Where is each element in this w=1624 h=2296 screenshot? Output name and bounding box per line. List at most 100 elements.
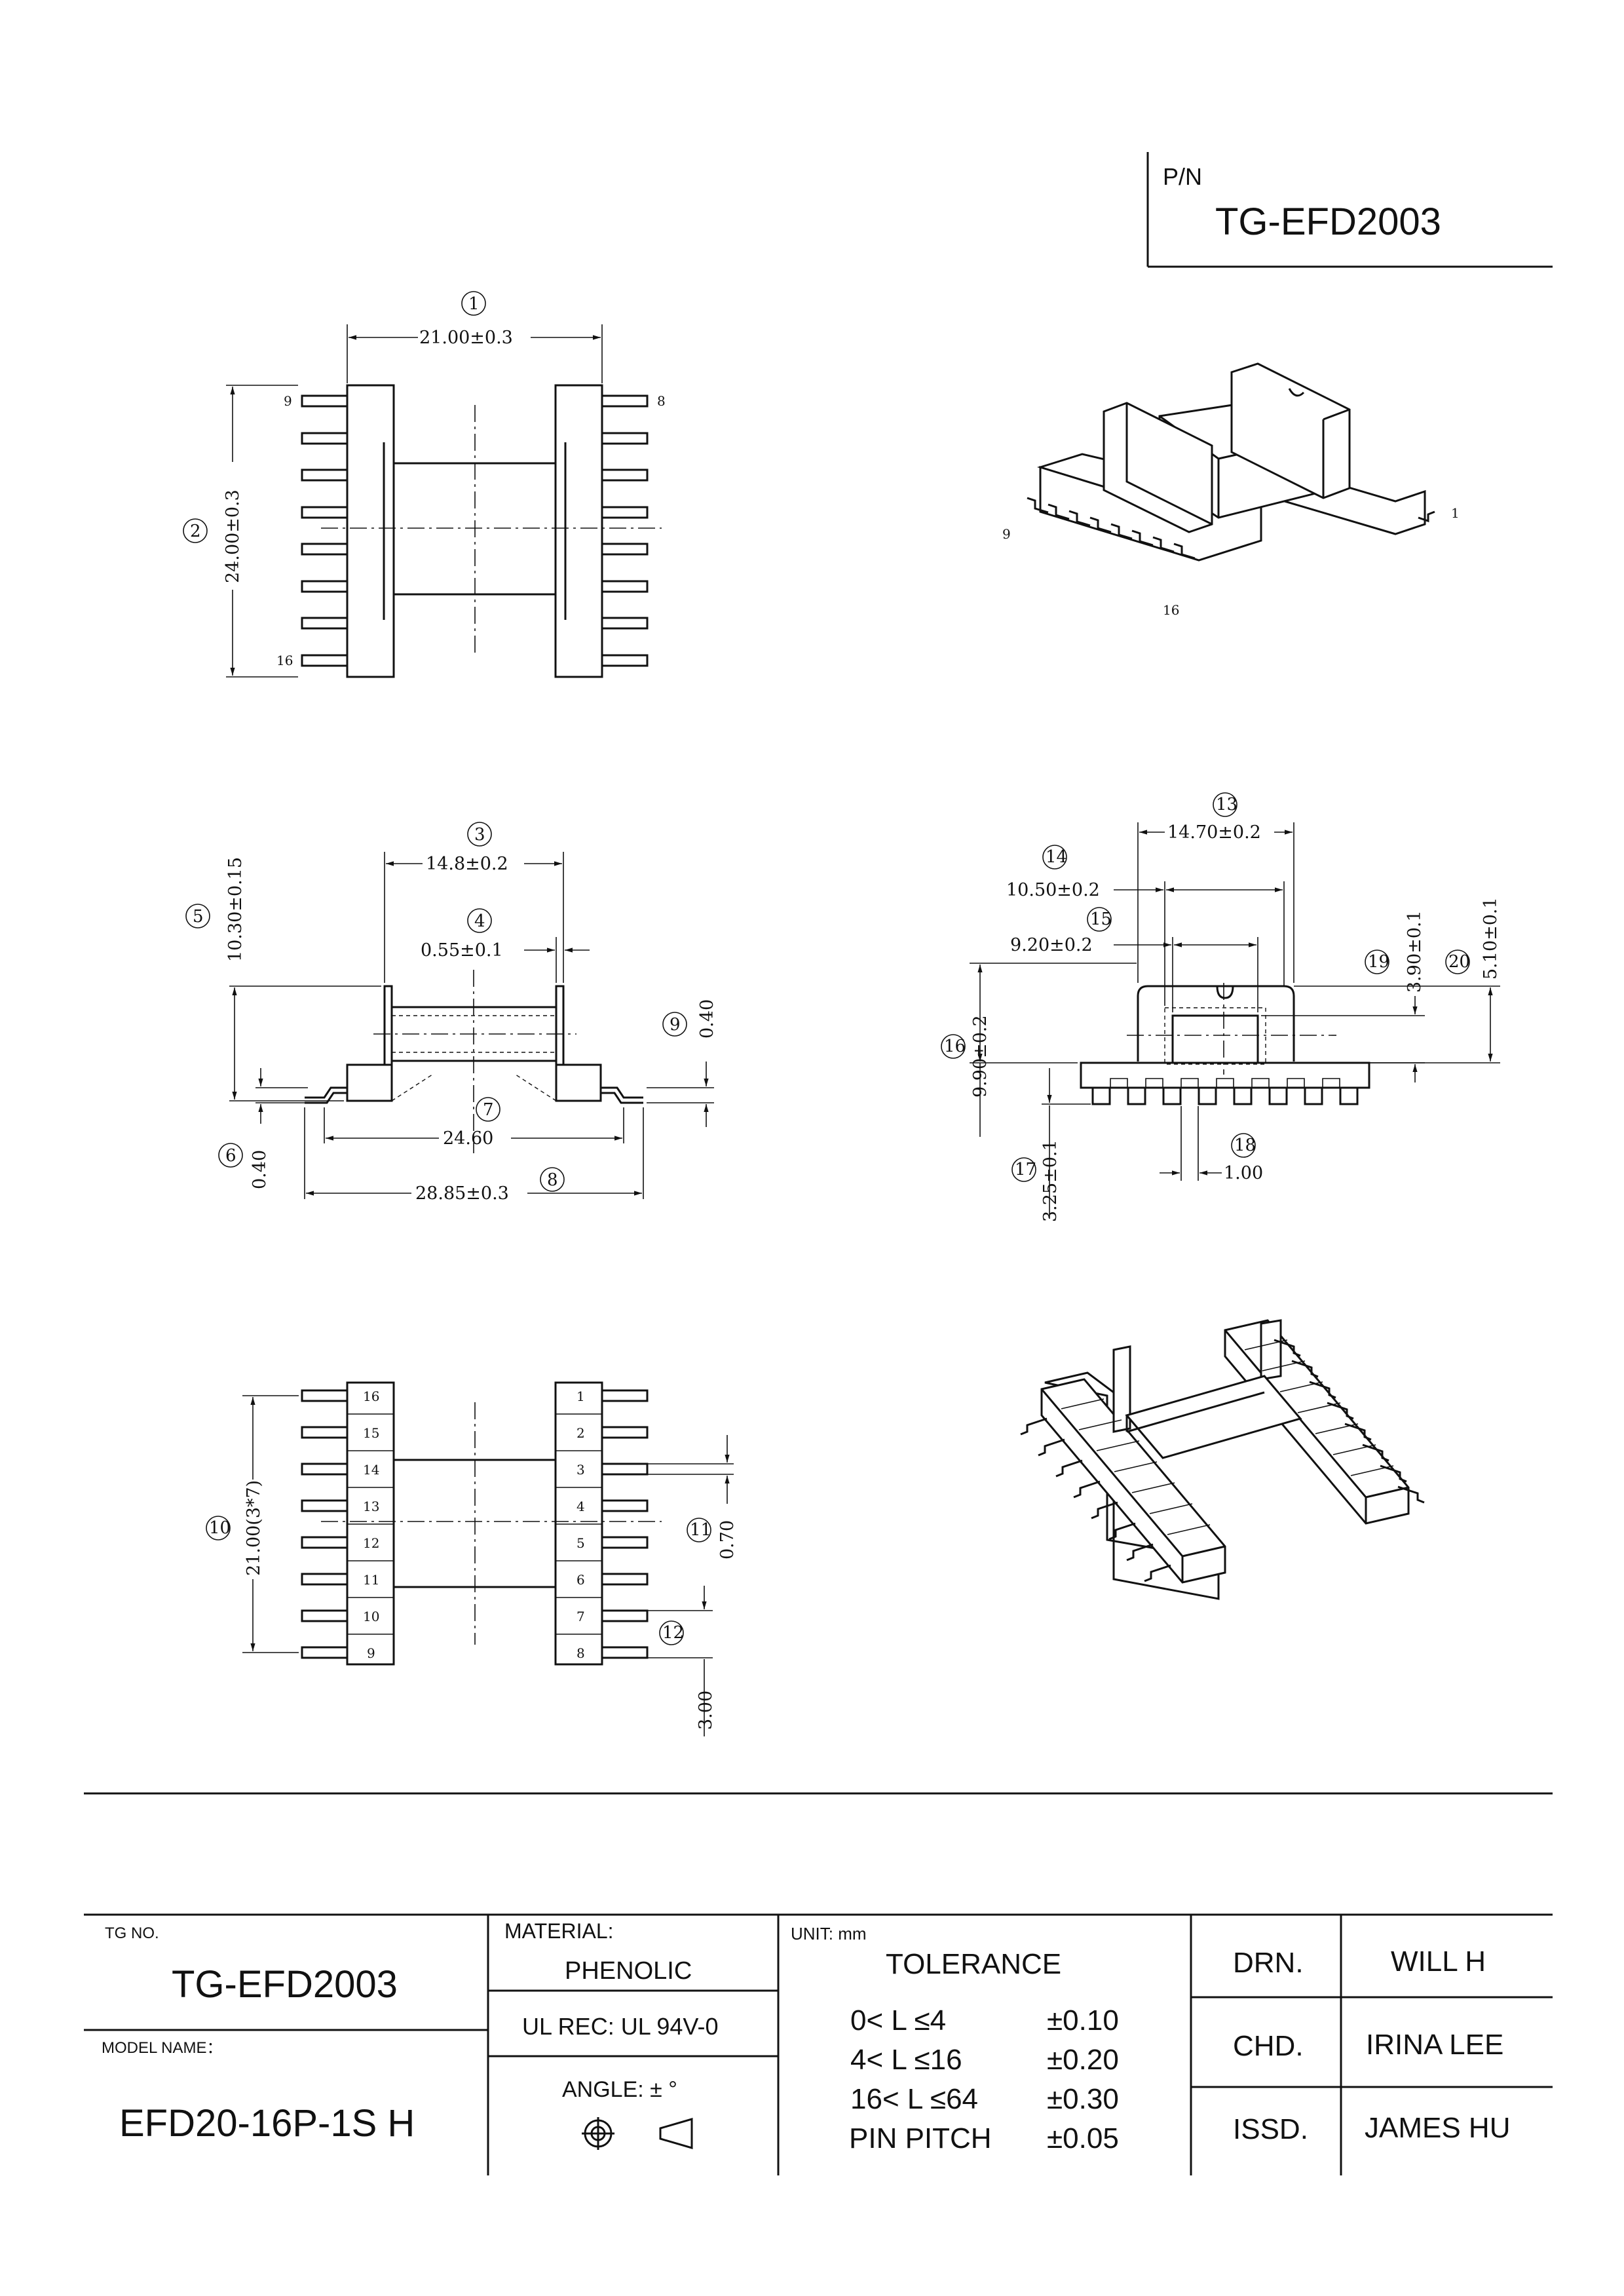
angle-label: ANGLE: ± ° bbox=[562, 2077, 677, 2102]
dim-total-h: 9.90±0.2 bbox=[970, 1015, 991, 1098]
issd-value: JAMES HU bbox=[1365, 2112, 1510, 2144]
pn-label: P/N bbox=[1163, 163, 1202, 190]
dim-pin-h: 3.25±0.1 bbox=[1040, 1139, 1061, 1222]
dim-width: 21.00±0.3 bbox=[419, 328, 513, 348]
chd-label: CHD. bbox=[1233, 2030, 1304, 2062]
bottom-pin-6: 6 bbox=[576, 1572, 585, 1588]
bottom-pin-11: 11 bbox=[363, 1572, 379, 1588]
tg-no-value: TG-EFD2003 bbox=[172, 1963, 398, 2006]
bottom-pin-5: 5 bbox=[576, 1535, 585, 1551]
bottom-pin-16: 16 bbox=[363, 1388, 379, 1404]
dim-pin-len: 3.00 bbox=[696, 1691, 716, 1730]
callout-9: 9 bbox=[670, 1015, 681, 1035]
callout-2: 2 bbox=[190, 522, 201, 541]
isometric-view-bottom bbox=[1020, 1319, 1425, 1600]
callout-3: 3 bbox=[474, 825, 485, 845]
isometric-view-top: 9 16 1 bbox=[1002, 362, 1460, 618]
dim-pin-w: 1.00 bbox=[1224, 1163, 1263, 1183]
front-view-pins bbox=[1091, 1078, 1359, 1105]
bottom-view: 16 15 14 13 12 11 10 9 1 2 3 4 5 6 7 8 2… bbox=[206, 1381, 738, 1736]
callout-20: 20 bbox=[1448, 952, 1470, 972]
front-view: 14.70±0.2 13 10.50±0.2 14 9.20±0.2 15 3.… bbox=[941, 792, 1501, 1222]
dim-height: 24.00±0.3 bbox=[223, 489, 243, 583]
callout-5: 5 bbox=[193, 907, 204, 927]
callout-13: 13 bbox=[1216, 795, 1237, 814]
dim-inner-span: 24.60 bbox=[443, 1128, 493, 1149]
bottom-pin-15: 15 bbox=[363, 1425, 379, 1441]
iso-top-pins bbox=[1027, 497, 1435, 560]
tol-range-3: 16< L ≤64 bbox=[850, 2083, 978, 2115]
dim-overall: 28.85±0.3 bbox=[415, 1183, 509, 1204]
callout-16: 16 bbox=[944, 1037, 966, 1056]
tol-value-3: ±0.30 bbox=[1047, 2083, 1119, 2115]
callout-19: 19 bbox=[1368, 952, 1389, 972]
tol-range-4: PIN PITCH bbox=[849, 2122, 992, 2154]
bottom-pin-12: 12 bbox=[363, 1535, 379, 1551]
truncated-cone-icon bbox=[659, 2118, 693, 2149]
ul-rec: UL REC: UL 94V-0 bbox=[522, 2013, 718, 2040]
iso-bottom-pins bbox=[1020, 1339, 1425, 1582]
pn-value: TG-EFD2003 bbox=[1215, 201, 1441, 243]
callout-15: 15 bbox=[1090, 909, 1112, 929]
dim-pitch-total: 21.00(3*7) bbox=[244, 1480, 264, 1576]
callout-17: 17 bbox=[1015, 1160, 1036, 1179]
dim-flange-thick: 0.55±0.1 bbox=[421, 940, 503, 961]
callout-1: 1 bbox=[468, 294, 480, 314]
iso-pin-1: 1 bbox=[1451, 505, 1460, 521]
bottom-view-left-pins bbox=[301, 1389, 394, 1659]
bottom-view-right-pins bbox=[556, 1389, 649, 1659]
model-name-label: MODEL NAME： bbox=[102, 2039, 222, 2057]
dim-pin-w-bottom: 0.70 bbox=[717, 1520, 738, 1559]
tg-no-label: TG NO. bbox=[105, 1924, 159, 1942]
callout-12: 12 bbox=[662, 1623, 684, 1643]
tol-range-2: 4< L ≤16 bbox=[850, 2044, 962, 2076]
dim-h1: 3.90±0.1 bbox=[1405, 910, 1425, 993]
first-angle-projection-icon bbox=[582, 2117, 614, 2150]
dim-outer: 14.70±0.2 bbox=[1167, 822, 1261, 843]
drn-label: DRN. bbox=[1233, 1947, 1304, 1979]
bottom-pin-8: 8 bbox=[576, 1645, 585, 1661]
pin-label-9: 9 bbox=[284, 393, 292, 409]
dim-pin-offset: 0.40 bbox=[250, 1150, 270, 1189]
dim-foot-thick: 0.40 bbox=[697, 999, 717, 1039]
dim-h2: 5.10±0.1 bbox=[1481, 897, 1501, 980]
pin-label-8: 8 bbox=[657, 393, 666, 409]
top-view-right-pins bbox=[601, 394, 649, 667]
callout-7: 7 bbox=[483, 1100, 494, 1120]
material-value: PHENOLIC bbox=[565, 1957, 692, 1985]
bottom-pin-4: 4 bbox=[576, 1499, 585, 1514]
dim-mid: 10.50±0.2 bbox=[1006, 880, 1100, 900]
tol-value-1: ±0.10 bbox=[1047, 2004, 1119, 2037]
bottom-pin-10: 10 bbox=[363, 1609, 379, 1624]
issd-label: ISSD. bbox=[1233, 2113, 1308, 2145]
dim-inner: 9.20±0.2 bbox=[1010, 935, 1093, 955]
part-number-box: P/N TG-EFD2003 bbox=[1146, 152, 1553, 268]
callout-18: 18 bbox=[1234, 1136, 1256, 1155]
callout-10: 10 bbox=[209, 1518, 231, 1538]
material-label: MATERIAL: bbox=[504, 1919, 614, 1943]
top-view: 9 8 16 21.00±0.3 1 24.00±0.3 2 bbox=[183, 291, 666, 678]
callout-11: 11 bbox=[690, 1520, 711, 1540]
top-view-left-pins bbox=[301, 394, 349, 667]
dim-flange-span: 14.8±0.2 bbox=[426, 854, 508, 874]
bottom-pin-7: 7 bbox=[576, 1609, 585, 1624]
unit-label: UNIT: mm bbox=[791, 1924, 867, 1943]
title-block: TG NO. TG-EFD2003 MODEL NAME： EFD20-16P-… bbox=[84, 1792, 1553, 2175]
pin-label-16: 16 bbox=[276, 653, 293, 668]
iso-pin-9: 9 bbox=[1002, 526, 1011, 542]
dim-height-10-30: 10.30±0.15 bbox=[225, 857, 246, 962]
bottom-pin-1: 1 bbox=[576, 1388, 585, 1404]
callout-8: 8 bbox=[547, 1170, 558, 1190]
bottom-pin-2: 2 bbox=[576, 1425, 585, 1441]
iso-pin-16: 16 bbox=[1163, 602, 1179, 618]
tolerance-title: TOLERANCE bbox=[886, 1948, 1061, 1980]
callout-14: 14 bbox=[1046, 847, 1067, 867]
bottom-pin-14: 14 bbox=[363, 1462, 379, 1478]
callout-4: 4 bbox=[474, 911, 485, 931]
bottom-pin-3: 3 bbox=[576, 1462, 585, 1478]
tol-value-2: ±0.20 bbox=[1047, 2044, 1119, 2076]
chd-value: IRINA LEE bbox=[1366, 2029, 1503, 2061]
drn-value: WILL H bbox=[1391, 1945, 1486, 1978]
tol-value-4: ±0.05 bbox=[1047, 2122, 1119, 2154]
